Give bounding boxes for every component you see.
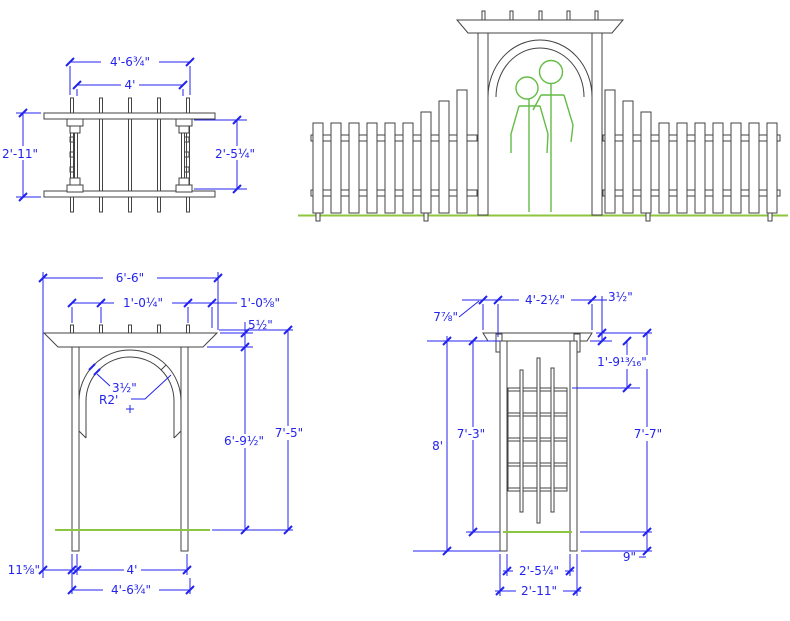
arch-inner	[495, 47, 585, 98]
dim-front-beam-end-offset: 11⅝"	[8, 563, 40, 577]
front-elevation-context	[298, 10, 788, 222]
dim-side-beam-length: 4'-2½"	[525, 293, 565, 307]
dim-front-overall-height: 7'-5"	[275, 426, 303, 440]
dim-plan-inner-depth: 2'-5¼"	[215, 147, 255, 161]
dim-side-lattice-offset: 1'-9¹³⁄₁₆"	[597, 355, 647, 369]
figure-2-head	[538, 59, 564, 85]
arbor-post-right	[591, 32, 603, 216]
front-post-right	[180, 346, 189, 552]
dim-front-beam-length: 6'-6"	[116, 271, 144, 285]
plan-top-beam	[43, 112, 216, 120]
dim-plan-overall-depth: 2'-11"	[2, 147, 38, 161]
dim-plan-post-spacing: 4'	[125, 78, 136, 92]
dim-front-clear-height: 6'-9½"	[224, 434, 264, 448]
fence-left	[310, 89, 478, 222]
dim-front-beam-height: 5½"	[248, 318, 273, 332]
dim-side-post-embedment: 9"	[623, 550, 636, 564]
front-elevation: 6'-6" 1'-0¼" 1'-0⅝" 5½" 3½" R2' 6'-9½" 7…	[8, 271, 311, 597]
dim-plan-overall-width: 4'-6¾"	[110, 55, 150, 69]
figure-1-head	[515, 76, 539, 100]
arbor-front	[455, 10, 625, 216]
plan-bottom-beam	[43, 190, 216, 198]
dim-front-rafter-spacing: 1'-0¼"	[123, 296, 163, 310]
lattice-slat	[536, 357, 541, 524]
dim-side-overall-depth: 2'-11"	[521, 584, 557, 598]
dim-front-arch-band: 3½"	[112, 381, 137, 395]
dim-side-beam-thickness: 3½"	[608, 290, 633, 304]
dim-side-overall-height: 7'-7"	[634, 427, 662, 441]
arbor-header-beam	[455, 19, 625, 34]
plan-structure	[43, 97, 216, 213]
side-post-left	[499, 340, 508, 552]
dim-front-post-spacing: 4'	[127, 563, 138, 577]
scale-figures	[510, 59, 574, 212]
dim-side-post-length: 8'	[432, 439, 443, 453]
dim-front-beam-overhang: 1'-0⅝"	[240, 296, 280, 310]
front-header-beam	[42, 332, 219, 348]
front-structure	[42, 324, 219, 552]
lattice-slat	[519, 369, 524, 513]
plan-view: 4'-6¾" 4' 2'-11" 2'-5¼"	[0, 55, 261, 213]
side-header-beam	[482, 332, 593, 342]
plan-dimensions: 4'-6¾" 4' 2'-11" 2'-5¼"	[0, 55, 261, 202]
dim-front-arch-radius: R2'	[99, 393, 118, 407]
side-elevation: 4'-2½" 7⅞" 3½" 1'-9¹³⁄₁₆" 8' 7'-3" 7'-7"…	[413, 290, 670, 598]
dim-front-overall-width: 4'-6¾"	[111, 583, 151, 597]
lattice-slat	[550, 367, 555, 513]
side-post-right	[569, 340, 578, 552]
arch-outer	[487, 39, 593, 98]
front-dimensions: 6'-6" 1'-0¼" 1'-0⅝" 5½" 3½" R2' 6'-9½" 7…	[8, 271, 311, 597]
dim-side-post-spacing-inner: 2'-5¼"	[519, 564, 559, 578]
arbor-post-left	[477, 32, 489, 216]
dim-side-height-above-grade: 7'-3"	[457, 427, 485, 441]
fence-right	[602, 89, 781, 222]
dim-side-beam-overhang: 7⅞"	[433, 310, 458, 324]
side-dimensions: 4'-2½" 7⅞" 3½" 1'-9¹³⁄₁₆" 8' 7'-3" 7'-7"…	[413, 290, 670, 598]
front-post-left	[71, 346, 80, 552]
side-structure	[482, 332, 593, 552]
